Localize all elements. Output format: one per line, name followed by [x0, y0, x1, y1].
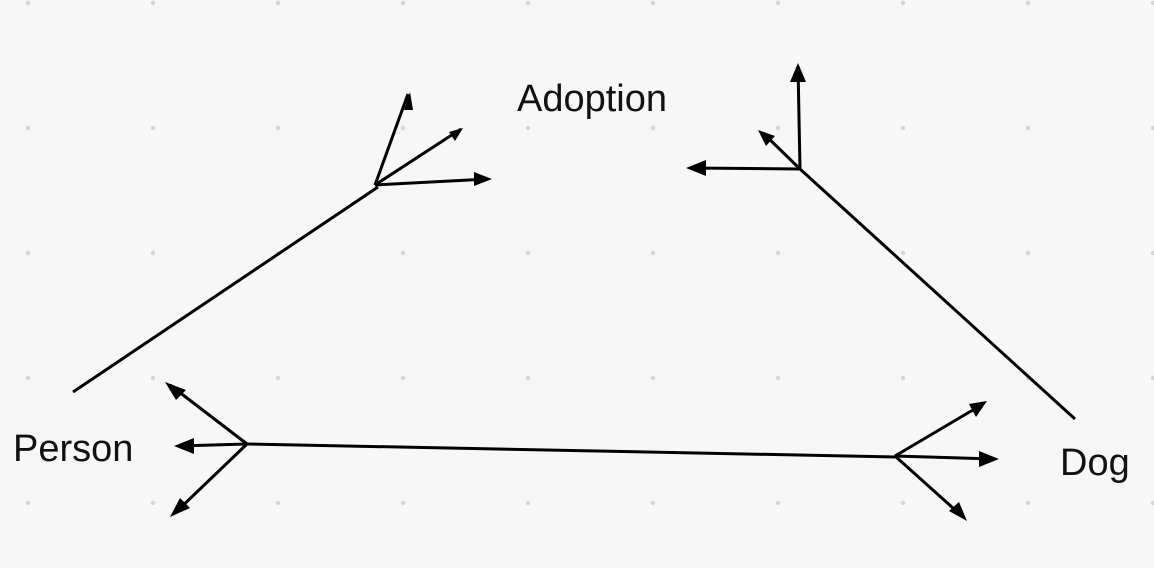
grid-dot [275, 125, 281, 131]
grid-dot [525, 375, 531, 381]
crows-foot-branch [894, 402, 984, 458]
grid-dot [275, 0, 281, 6]
crows-foot-branch [796, 65, 802, 170]
adoption-crows-foot-person-side [373, 92, 492, 187]
grid-dot [650, 0, 656, 6]
grid-dot [775, 125, 781, 131]
grid-dot [1150, 500, 1154, 506]
arrowhead-icon [979, 451, 999, 467]
arrowhead-icon [758, 130, 775, 146]
crows-foot-branch [374, 177, 489, 187]
arrowhead-icon [165, 382, 186, 400]
grid-dot [150, 500, 156, 506]
grid-dot [150, 375, 156, 381]
person-adoption-line[interactable] [72, 185, 379, 394]
grid-dot [775, 250, 781, 256]
adoption-crows-foot-dog-side [686, 63, 806, 176]
grid-dot [1150, 125, 1154, 131]
crows-foot-branch [173, 442, 249, 515]
grid-dot [400, 375, 406, 381]
grid-dot [900, 0, 906, 6]
grid-dot [775, 0, 781, 6]
arrowhead-icon [474, 172, 492, 186]
grid-dot [25, 375, 31, 381]
person-dog-line[interactable] [246, 442, 898, 459]
arrowhead-icon [686, 160, 706, 176]
grid-dot [150, 0, 156, 6]
grid-dot [1025, 125, 1031, 131]
entity-adoption-label[interactable]: Adoption [517, 78, 668, 120]
grid-dot [150, 125, 156, 131]
grid-dot [400, 0, 406, 6]
grid-dot [1025, 500, 1031, 506]
grid-dot [25, 0, 31, 6]
grid-dot [275, 375, 281, 381]
grid-dot [150, 250, 156, 256]
grid-dot [650, 500, 656, 506]
dog-crows-foot [893, 401, 999, 521]
grid-dot [25, 250, 31, 256]
entity-dog-label[interactable]: Dog [1060, 442, 1130, 484]
arrowhead-icon [790, 63, 806, 82]
grid-dot [1150, 375, 1154, 381]
crows-foot-branch [373, 93, 410, 186]
grid-dot [525, 0, 531, 6]
arrowhead-icon [404, 92, 413, 110]
grid-dot [1025, 0, 1031, 6]
crows-foot-branch [374, 127, 462, 187]
grid-dot [25, 500, 31, 506]
crows-foot-branch [169, 383, 248, 446]
grid-dot [275, 500, 281, 506]
arrowhead-icon [969, 401, 987, 417]
grid-dot [400, 125, 406, 131]
arrowhead-icon [949, 502, 967, 521]
grid-dot [1150, 250, 1154, 256]
grid-dot [650, 250, 656, 256]
grid-dot [775, 375, 781, 381]
crows-foot-branch [893, 454, 965, 519]
grid-dot [400, 250, 406, 256]
grid-dot [525, 125, 531, 131]
arrowhead-icon [449, 128, 463, 141]
crows-foot-branch [894, 454, 995, 461]
grid-dot [650, 375, 656, 381]
grid-dot [900, 375, 906, 381]
grid-dot [400, 500, 406, 506]
grid-dot [525, 250, 531, 256]
person-crows-foot [165, 382, 249, 517]
grid-dot [25, 125, 31, 131]
grid-dot [650, 125, 656, 131]
grid-dot [900, 500, 906, 506]
arrowhead-icon [170, 498, 190, 517]
grid-dot [900, 250, 906, 256]
grid-dot [775, 500, 781, 506]
entity-person-label[interactable]: Person [13, 428, 134, 470]
crows-foot-branch [689, 166, 801, 171]
grid-dot [900, 125, 906, 131]
grid-dot [1150, 0, 1154, 6]
grid-dot [525, 500, 531, 506]
arrowhead-icon [174, 438, 194, 454]
adoption-dog-line[interactable] [798, 167, 1077, 421]
grid-dot [1025, 250, 1031, 256]
